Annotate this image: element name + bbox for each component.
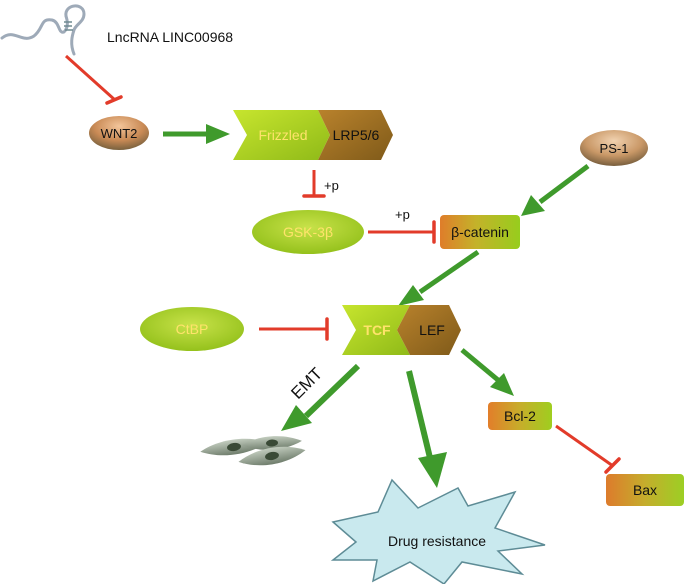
- inhibition-gsk-bcatenin: [368, 220, 436, 244]
- inhibition-lncrna-wnt2: [64, 54, 123, 105]
- frizzled-node: [233, 110, 330, 160]
- activation-lef-bcl2: [460, 348, 514, 396]
- wnt2-node: WNT2: [89, 116, 149, 150]
- gsk-label: GSK-3β: [283, 224, 333, 240]
- activation-ps1-bcatenin: [521, 164, 590, 216]
- lncrna-rna-icon: [0, 4, 86, 56]
- tcf-lef-complex: TCF LEF: [342, 305, 461, 355]
- frizzled-label: Frizzled: [258, 127, 307, 143]
- tcf-node: [342, 305, 410, 355]
- gsk-node: GSK-3β: [252, 210, 364, 254]
- lrp-label: LRP5/6: [333, 127, 380, 143]
- mesenchymal-cells-icon: [200, 436, 306, 466]
- bcl2-label: Bcl-2: [504, 408, 536, 424]
- emt-label: EMT: [287, 364, 326, 403]
- bax-label: Bax: [633, 482, 657, 498]
- ps1-label: PS-1: [600, 141, 629, 156]
- wnt2-label: WNT2: [101, 126, 138, 141]
- ctbp-node: CtBP: [140, 307, 244, 351]
- bcatenin-node: β-catenin: [440, 215, 520, 249]
- ctbp-label: CtBP: [176, 321, 209, 337]
- tcf-label: TCF: [363, 322, 391, 338]
- activation-tcf-emt: [281, 363, 361, 431]
- phospho-label-1: +p: [324, 178, 339, 193]
- inhibition-ctbp-tcf: [259, 317, 329, 341]
- bcatenin-label: β-catenin: [451, 224, 509, 240]
- lncrna-label: LncRNA LINC00968: [107, 29, 233, 45]
- bcl2-node: Bcl-2: [488, 402, 552, 430]
- drug-resistance-node: Drug resistance: [330, 478, 546, 584]
- bax-node: Bax: [606, 474, 684, 506]
- activation-wnt2-frizzled: [163, 124, 230, 144]
- frizzled-lrp-receptor: Frizzled LRP5/6: [233, 110, 393, 160]
- lef-node: [397, 305, 461, 355]
- phospho-label-2: +p: [395, 207, 410, 222]
- inhibition-bcl2-bax: [555, 424, 621, 474]
- inhibition-frizzled-gsk: [302, 170, 326, 198]
- lrp-node: [318, 110, 393, 160]
- ps1-node: PS-1: [580, 130, 648, 166]
- activation-tcf-drug: [406, 370, 447, 488]
- drug-resistance-label: Drug resistance: [388, 533, 486, 549]
- lef-label: LEF: [419, 322, 445, 338]
- activation-bcatenin-tcf: [398, 249, 480, 306]
